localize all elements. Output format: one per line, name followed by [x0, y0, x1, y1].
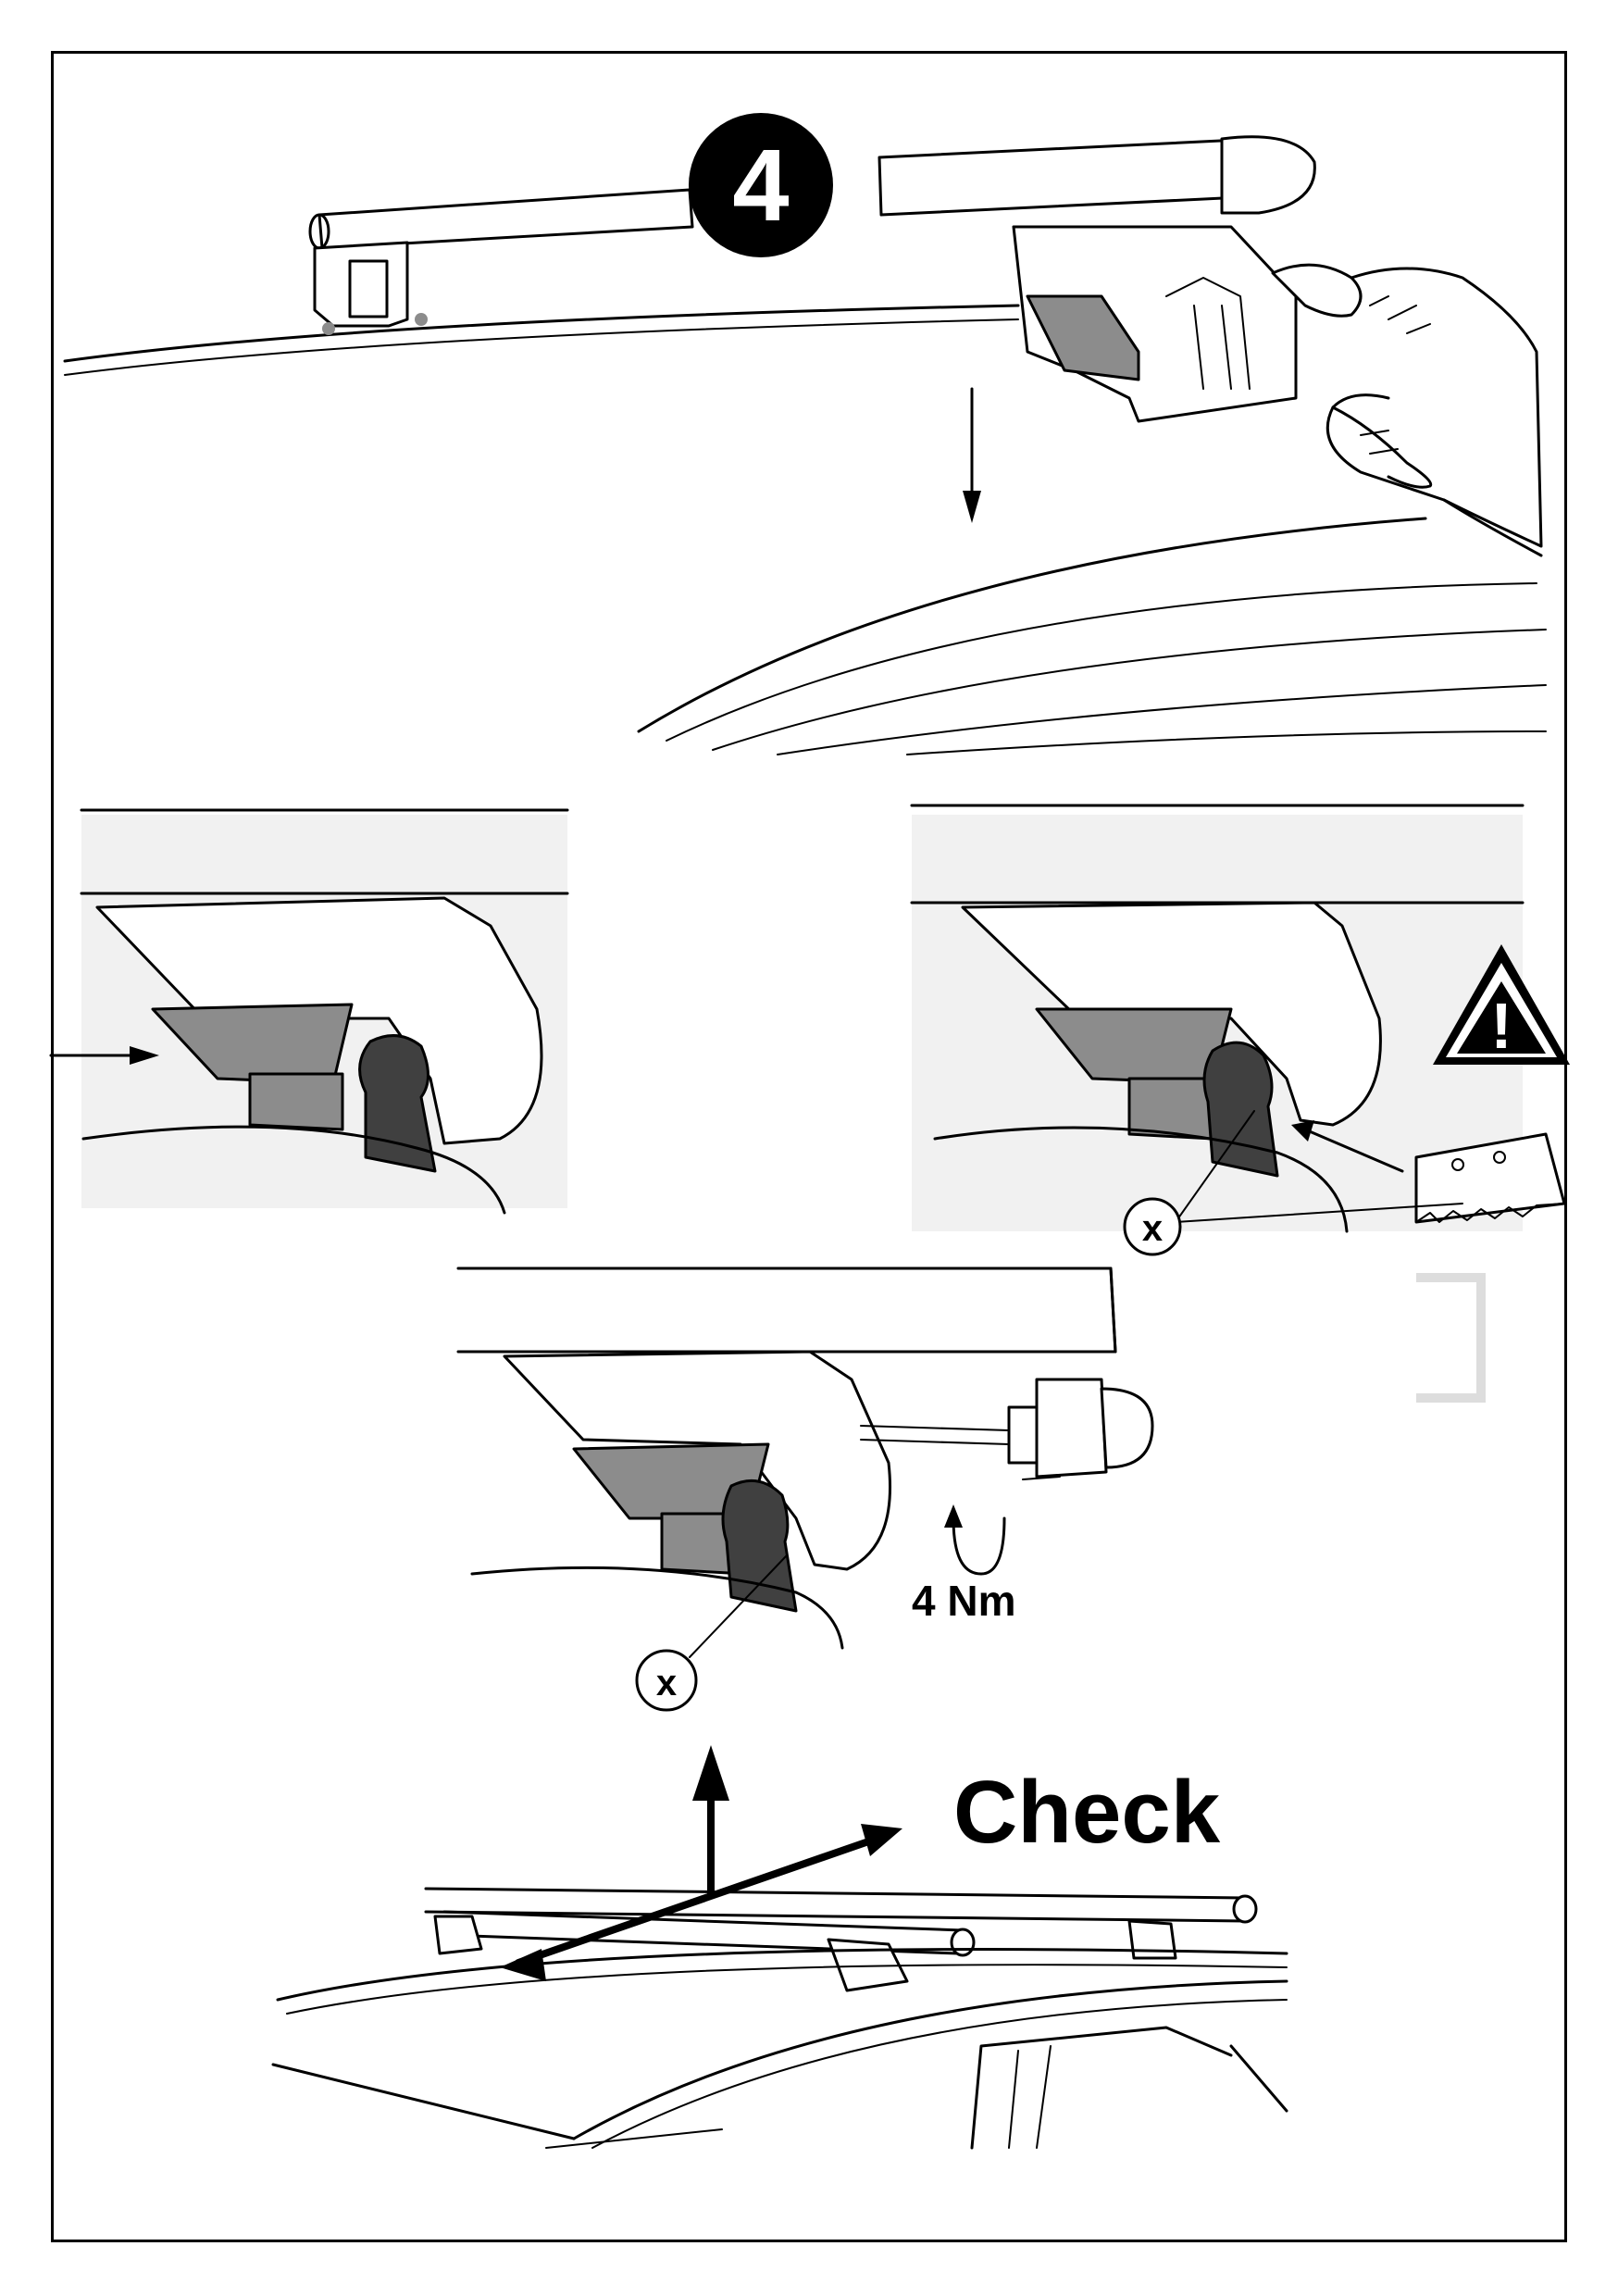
callout-line-a: [1175, 1110, 1255, 1223]
roof-line: [63, 304, 1020, 363]
roof-line-lower: [64, 318, 1019, 376]
panel-left-foot: [95, 896, 543, 1145]
check-bar-back-bottom: [424, 1910, 1247, 1923]
right-foot-pad: [1026, 294, 1140, 381]
right-foot-slots: [1165, 277, 1251, 390]
check-label: Check: [953, 1763, 1221, 1862]
rotate-arrow-icon: [944, 1504, 1006, 1576]
hand-icon: [1271, 263, 1543, 557]
check-bar-back-end: [1232, 1894, 1258, 1924]
panel-right: ! x: [910, 804, 1570, 1403]
check-roof-edge: [276, 1948, 1288, 2002]
callout-line-center: [689, 1554, 788, 1658]
bar-right: [877, 137, 1263, 217]
car-roof-2: [666, 582, 1537, 742]
car-roof-4: [777, 684, 1547, 755]
car-roof-1: [637, 517, 1427, 733]
left-foot-clip: [348, 259, 389, 318]
down-arrow-icon: [963, 387, 981, 523]
panel-left-rail: [358, 1034, 437, 1173]
panel-center-bar: [456, 1267, 1117, 1354]
panel-right-rail: [1202, 1041, 1279, 1178]
check-windshield-2: [545, 2128, 723, 2149]
check-bar-back-top: [424, 1887, 1247, 1900]
torque-label: 4 Nm: [912, 1577, 1015, 1625]
insert-arrow-icon: [1291, 1120, 1404, 1173]
panel-right-roof: [933, 1126, 1349, 1233]
check-rail: [572, 1979, 1288, 2140]
car-roof-5: [906, 730, 1547, 755]
marker-x-right-label: x: [1142, 1208, 1163, 1249]
corner-mark: [1416, 1273, 1486, 1403]
top-scene: [63, 135, 1547, 755]
panel-center-bar-end: [1109, 1267, 1117, 1354]
check-window-pillar: [1008, 2045, 1052, 2149]
callout-line-b: [1175, 1203, 1463, 1223]
check-rail-2: [591, 1999, 1288, 2149]
panel-center-roof: [470, 1566, 844, 1650]
up-arrow-icon: [692, 1745, 729, 1897]
check-foot-3: [827, 1938, 909, 1992]
check-foot-2: [1127, 1919, 1177, 1960]
panel-left-block: [248, 1072, 344, 1131]
check-rear-pillar: [1229, 2044, 1288, 2113]
warning-triangle-icon: !: [1433, 944, 1570, 1065]
step-badge: 4: [689, 113, 833, 257]
check-roof-edge-2: [286, 1964, 1288, 2015]
panel-center-rail: [721, 1479, 798, 1613]
panel-center-foot: [503, 1350, 892, 1571]
marker-x-right: x: [1123, 1197, 1182, 1256]
panel-left-roof: [81, 1125, 506, 1215]
pad-icon: [1414, 1132, 1566, 1224]
push-arrow-icon: [49, 1046, 159, 1065]
warning-symbol: !: [1490, 990, 1512, 1062]
check-bar-front-top: [442, 1910, 965, 1932]
bar-left: [317, 188, 694, 250]
marker-x-center: x: [635, 1649, 698, 1712]
car-roof-3: [712, 629, 1547, 751]
check-windshield: [271, 2063, 576, 2140]
panel-left: [49, 808, 569, 1215]
left-foot-dot-a: [322, 322, 335, 335]
left-foot-dot-b: [415, 313, 428, 326]
check-window-frame: [970, 2026, 1233, 2150]
bar-end-cap: [1220, 135, 1316, 215]
check-scene: Check: [271, 1745, 1288, 2150]
check-foot-1: [433, 1915, 483, 1955]
marker-x-center-label: x: [656, 1663, 677, 1703]
panel-center: 4 Nm x: [456, 1267, 1154, 1712]
check-bar-front-end: [950, 1928, 976, 1957]
lock-key-icon: [860, 1378, 1154, 1480]
step-badge-icon: [689, 113, 833, 257]
step-number: 4: [732, 129, 789, 243]
